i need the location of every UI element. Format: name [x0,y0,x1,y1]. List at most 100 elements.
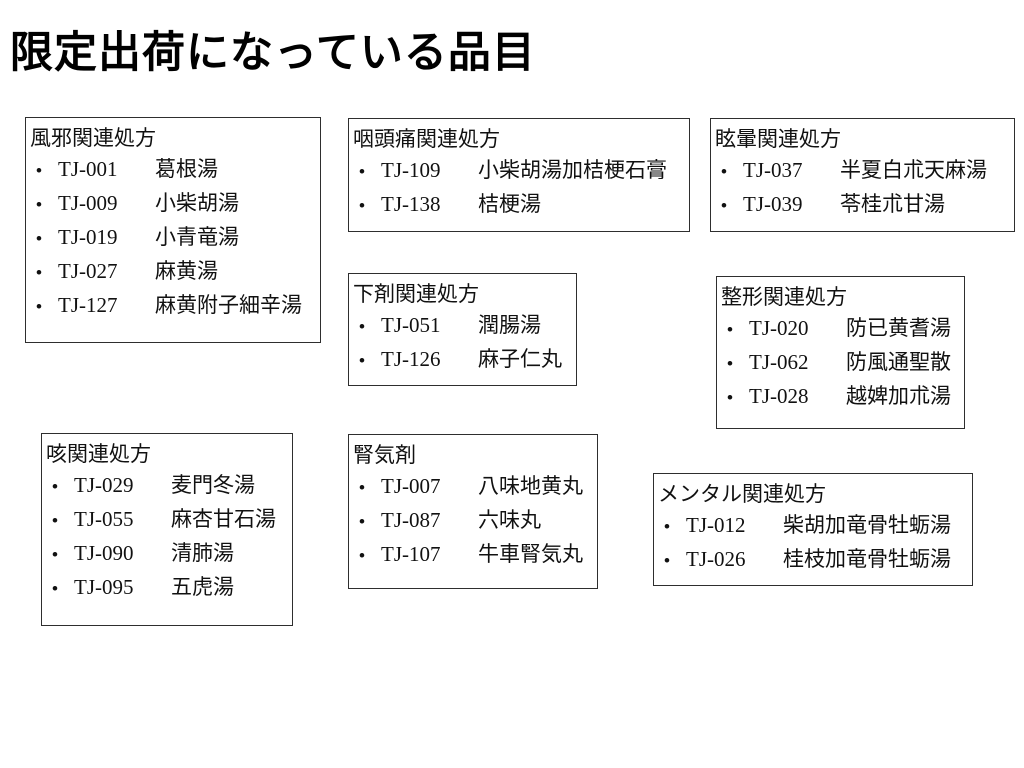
box-heading: 眩暈関連処方 [715,127,841,151]
prescription-name: 麻子仁丸 [478,347,562,371]
bullet-icon: • [664,517,670,536]
prescription-code: TJ-037 [743,158,803,182]
prescription-code: TJ-027 [58,259,118,283]
prescription-name: 小青竜湯 [155,225,239,249]
prescription-item: • TJ-028 越婢加朮湯 [717,380,964,414]
bullet-icon: • [359,317,365,336]
bullet-icon: • [36,229,42,248]
box-heading: 下剤関連処方 [353,282,479,306]
box-heading: 風邪関連処方 [30,126,156,150]
prescription-name: 八味地黄丸 [478,474,583,498]
prescription-code: TJ-039 [743,192,803,216]
prescription-name: 清肺湯 [171,541,234,565]
prescription-name: 麻杏甘石湯 [171,507,276,531]
prescription-list: • TJ-109 小柴胡湯加桔梗石膏 • TJ-138 桔梗湯 [349,154,689,222]
bullet-icon: • [36,263,42,282]
box-sore-throat-related: 咽頭痛関連処方 • TJ-109 小柴胡湯加桔梗石膏 • TJ-138 桔梗湯 [348,118,690,232]
bullet-icon: • [664,551,670,570]
prescription-code: TJ-051 [381,313,441,337]
prescription-code: TJ-095 [74,575,134,599]
prescription-name: 防已黄耆湯 [846,316,951,340]
prescription-name: 麻黄湯 [155,259,218,283]
prescription-item: • TJ-138 桔梗湯 [349,188,689,222]
prescription-code: TJ-127 [58,293,118,317]
prescription-code: TJ-109 [381,158,441,182]
prescription-item: • TJ-007 八味地黄丸 [349,470,597,504]
prescription-item: • TJ-027 麻黄湯 [26,255,320,289]
prescription-item: • TJ-037 半夏白朮天麻湯 [711,154,1014,188]
prescription-code: TJ-012 [686,513,746,537]
prescription-name: 柴胡加竜骨牡蛎湯 [783,513,951,537]
bullet-icon: • [721,162,727,181]
prescription-name: 桂枝加竜骨牡蛎湯 [783,547,951,571]
box-heading: 整形関連処方 [721,285,847,309]
bullet-icon: • [52,545,58,564]
bullet-icon: • [359,196,365,215]
prescription-name: 葛根湯 [155,157,218,181]
bullet-icon: • [36,297,42,316]
prescription-list: • TJ-012 柴胡加竜骨牡蛎湯 • TJ-026 桂枝加竜骨牡蛎湯 [654,509,972,577]
prescription-item: • TJ-090 清肺湯 [42,537,292,571]
box-heading: メンタル関連処方 [658,482,826,506]
prescription-code: TJ-126 [381,347,441,371]
prescription-item: • TJ-127 麻黄附子細辛湯 [26,289,320,323]
prescription-name: 越婢加朮湯 [846,384,951,408]
prescription-code: TJ-090 [74,541,134,565]
box-mental-related: メンタル関連処方 • TJ-012 柴胡加竜骨牡蛎湯 • TJ-026 桂枝加竜骨牡蛎湯 [653,473,973,586]
bullet-icon: • [52,511,58,530]
prescription-item: • TJ-012 柴胡加竜骨牡蛎湯 [654,509,972,543]
prescription-name: 防風通聖散 [846,350,951,374]
prescription-list: • TJ-051 潤腸湯• TJ-126 麻子仁丸 [349,309,576,377]
prescription-item: • TJ-026 桂枝加竜骨牡蛎湯 [654,543,972,577]
box-heading: 腎気剤 [353,443,416,467]
prescription-name: 小柴胡湯 [155,191,239,215]
prescription-code: TJ-138 [381,192,441,216]
prescription-code: TJ-020 [749,316,809,340]
box-heading: 咽頭痛関連処方 [353,127,500,151]
prescription-code: TJ-007 [381,474,441,498]
prescription-item: • TJ-109 小柴胡湯加桔梗石膏 [349,154,689,188]
bullet-icon: • [359,162,365,181]
prescription-code: TJ-001 [58,157,118,181]
box-heading: 咳関連処方 [46,442,151,466]
prescription-code: TJ-026 [686,547,746,571]
prescription-item: • TJ-001 葛根湯 [26,153,320,187]
prescription-name: 牛車腎気丸 [478,542,583,566]
prescription-name: 麦門冬湯 [171,473,255,497]
prescription-name: 桔梗湯 [478,192,541,216]
bullet-icon: • [721,196,727,215]
box-laxative-related: 下剤関連処方 • TJ-051 潤腸湯• TJ-126 麻子仁丸 [348,273,577,386]
prescription-name: 半夏白朮天麻湯 [840,158,987,182]
prescription-list: • TJ-037 半夏白朮天麻湯 • TJ-039 苓桂朮甘湯 [711,154,1014,222]
prescription-name: 麻黄附子細辛湯 [155,293,302,317]
bullet-icon: • [36,161,42,180]
prescription-name: 六味丸 [478,508,541,532]
prescription-name: 苓桂朮甘湯 [840,192,945,216]
prescription-item: • TJ-051 潤腸湯 [349,309,576,343]
prescription-name: 潤腸湯 [478,313,541,337]
prescription-name: 五虎湯 [171,575,234,599]
bullet-icon: • [727,388,733,407]
bullet-icon: • [359,478,365,497]
box-dizziness-related: 眩暈関連処方 • TJ-037 半夏白朮天麻湯 • TJ-039 苓桂朮甘湯 [710,118,1015,232]
prescription-name: 小柴胡湯加桔梗石膏 [478,158,667,182]
bullet-icon: • [359,512,365,531]
prescription-code: TJ-028 [749,384,809,408]
bullet-icon: • [52,477,58,496]
prescription-code: TJ-009 [58,191,118,215]
